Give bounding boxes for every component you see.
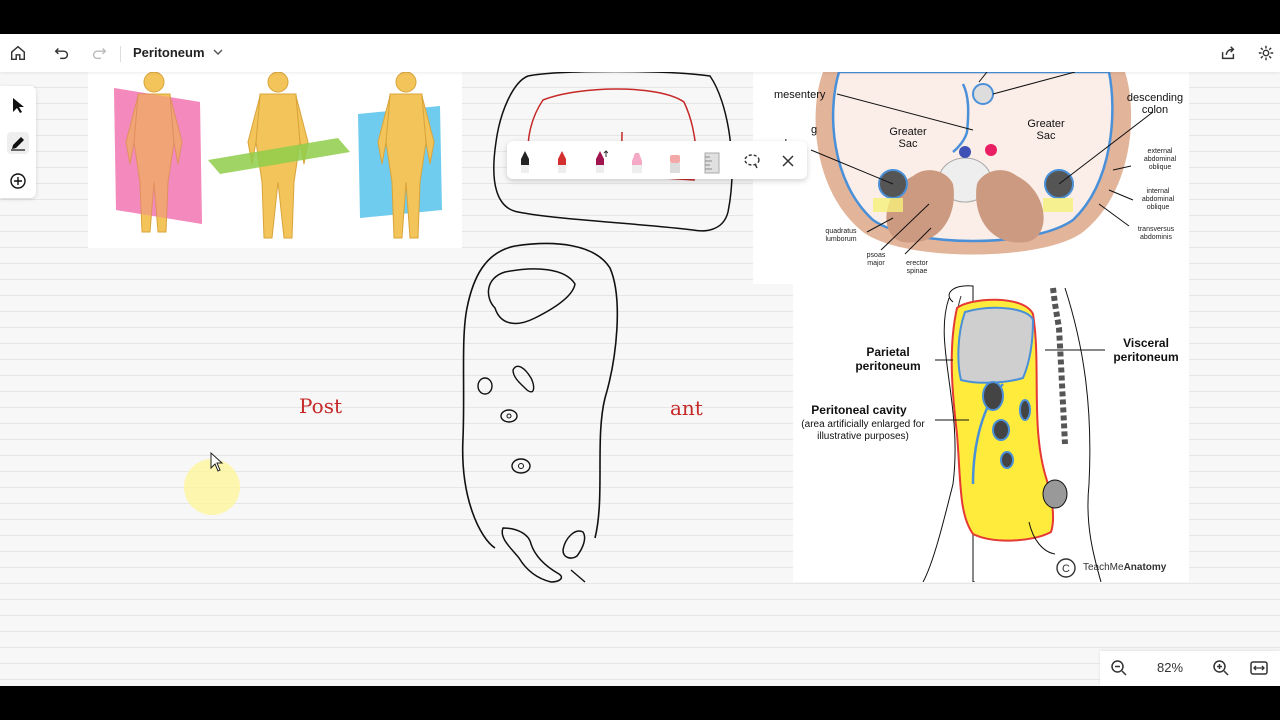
pink-highlighter-icon[interactable] — [629, 149, 645, 175]
app-window: Peritoneum — [0, 34, 1280, 686]
handwritten-post: Post — [299, 394, 342, 418]
gear-icon[interactable] — [1254, 41, 1278, 65]
chevron-down-icon[interactable] — [211, 45, 225, 59]
document-title[interactable]: Peritoneum — [133, 45, 205, 60]
cross-section-illustration — [810, 72, 1154, 255]
zoom-out-icon[interactable] — [1110, 659, 1128, 677]
drawing-canvas[interactable]: Post ant — [0, 72, 1280, 686]
sagittal-illustration: C — [922, 285, 1105, 582]
label-peritoneal-cavity: Peritoneal cavity — [811, 403, 907, 417]
ruler-icon[interactable] — [704, 149, 720, 175]
redo-icon[interactable] — [87, 41, 111, 65]
fit-width-icon[interactable] — [1250, 659, 1268, 677]
label-quadratus: quadratus lumborum — [825, 228, 857, 243]
label-parietal-peritoneum: Parietal peritoneum — [855, 345, 921, 373]
close-icon[interactable] — [780, 153, 796, 169]
top-bar: Peritoneum — [0, 34, 1280, 72]
label-colon-partial: g — [811, 124, 818, 136]
eraser-icon[interactable] — [667, 149, 683, 175]
left-toolbar — [0, 86, 36, 198]
cursor-highlight — [184, 459, 240, 515]
home-icon[interactable] — [6, 41, 30, 65]
label-visceral-peritoneum: Visceral peritoneum — [1113, 336, 1179, 364]
body-planes-illustration — [114, 72, 442, 239]
label-internal-oblique: internal abdominal oblique — [1141, 188, 1175, 211]
add-icon[interactable] — [7, 170, 29, 192]
label-descending-colon: descending colon — [1126, 92, 1184, 116]
lasso-icon[interactable] — [743, 152, 761, 170]
handwritten-ant: ant — [670, 396, 703, 420]
label-transversus: transversus abdominis — [1137, 226, 1175, 241]
black-pen-icon[interactable] — [517, 149, 533, 175]
label-mesentery: mesentery — [774, 89, 826, 101]
abdominal-cross-section-image[interactable]: mesentery g colon Greater Sac Greater Sa… — [753, 72, 1189, 284]
pen-icon[interactable] — [7, 132, 29, 154]
sagittal-body-sketch — [461, 242, 619, 583]
teachmeanatomy-logo: TeachMeAnatomy — [1083, 562, 1167, 573]
label-erector: erector spinae — [906, 260, 928, 275]
zoom-level[interactable]: 82% — [1157, 660, 1184, 675]
label-greater-sac-right: Greater Sac — [1027, 118, 1065, 142]
body-planes-image[interactable] — [88, 72, 462, 248]
toolbar-divider — [120, 46, 121, 62]
pen-toolbar — [507, 141, 807, 179]
label-cavity-note: (area artificially enlarged for illustra… — [801, 419, 925, 442]
sagittal-peritoneum-image[interactable]: C Parietal peritoneum Visceral peritoneu… — [793, 284, 1189, 582]
zoom-bar: 82% — [1100, 651, 1280, 686]
share-icon[interactable] — [1216, 41, 1240, 65]
undo-icon[interactable] — [50, 41, 74, 65]
label-greater-sac-left: Greater Sac — [889, 126, 927, 150]
magenta-pen-icon[interactable] — [592, 149, 608, 175]
zoom-in-icon[interactable] — [1212, 659, 1230, 677]
mouse-cursor-icon — [210, 452, 224, 472]
red-pen-icon[interactable] — [554, 149, 570, 175]
svg-text:C: C — [1062, 563, 1070, 575]
select-pointer-icon[interactable] — [7, 94, 29, 116]
label-psoas: psoas major — [866, 252, 886, 267]
label-external-oblique: external abdominal oblique — [1143, 148, 1177, 171]
